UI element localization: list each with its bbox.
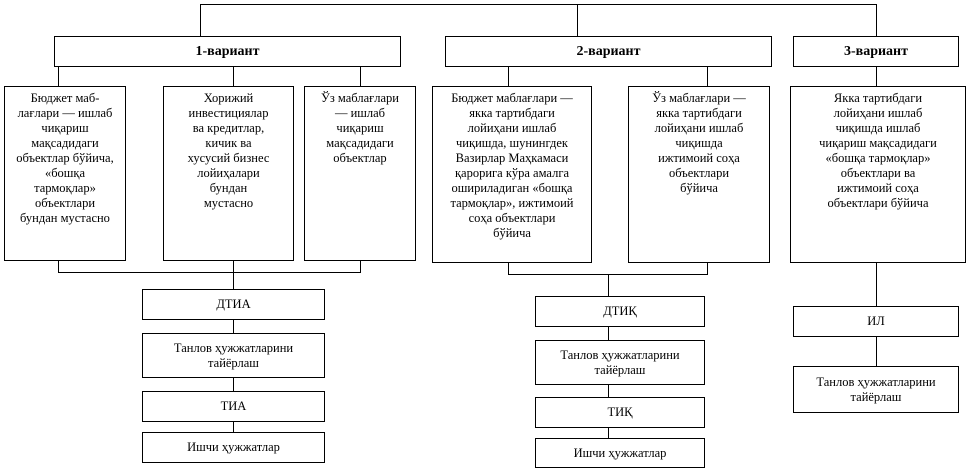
variant-1-description-budget: Бюджет маб- лағлари — ишлаб чиқариш мақс… (4, 86, 126, 261)
step-label: ИЛ (867, 314, 885, 328)
variant-2-step-tender-docs: Танлов ҳужжатларини тайёрлаш (535, 340, 705, 385)
step-label: Танлов ҳужжатларини тайёрлаш (816, 374, 936, 404)
variant-2-description-own-funds: Ўз маблағлари — якка тартибдаги лойиҳани… (628, 86, 770, 263)
step-label: Ишчи ҳужжатлар (573, 445, 667, 460)
variant-2-description-budget: Бюджет маблағлари — якка тартибдаги лойи… (432, 86, 592, 263)
step-label: Танлов ҳужжатларини тайёрлаш (173, 340, 294, 370)
variant-1-step-working-docs: Ишчи ҳужжатлар (142, 432, 325, 463)
description-text: Бюджет маб- лағлари — ишлаб чиқариш мақс… (16, 91, 114, 225)
step-label: ТИҚ (607, 405, 633, 419)
variant-1-description-foreign: Хорижий инвестициялар ва кредитлар, кичи… (163, 86, 294, 261)
variant-2-step-dtiq: ДТИҚ (535, 296, 705, 327)
step-label: ДТИҚ (603, 304, 637, 318)
variant-3-step-tender-docs: Танлов ҳужжатларини тайёрлаш (793, 366, 959, 413)
description-text: Ўз маблағлари — якка тартибдаги лойиҳани… (652, 91, 746, 195)
variant-3-title: 3-вариант (843, 43, 909, 59)
variant-1-step-tia: ТИА (142, 391, 325, 422)
variant-2-header: 2-вариант (445, 36, 772, 67)
variant-1-description-own-funds: Ўз маблағлари — ишлаб чиқариш мақсадидаг… (304, 86, 416, 261)
variant-1-header: 1-вариант (54, 36, 401, 67)
variant-1-step-tender-docs: Танлов ҳужжатларини тайёрлаш (142, 333, 325, 378)
step-label: ТИА (220, 399, 247, 413)
variant-3-header: 3-вариант (793, 36, 959, 67)
step-label: Ишчи ҳужжатлар (187, 440, 280, 454)
description-text: Ўз маблағлари — ишлаб чиқариш мақсадидаг… (321, 91, 399, 165)
step-label: ДТИА (216, 297, 251, 311)
variant-1-title: 1-вариант (195, 43, 260, 59)
variant-1-step-dtia: ДТИА (142, 289, 325, 320)
step-label: Танлов ҳужжатларини тайёрлаш (560, 347, 680, 377)
variant-3-description: Якка тартибдаги лойиҳани ишлаб чиқишда и… (790, 86, 966, 263)
variant-3-step-il: ИЛ (793, 306, 959, 337)
description-text: Бюджет маблағлари — якка тартибдаги лойи… (450, 91, 574, 240)
description-text: Якка тартибдаги лойиҳани ишлаб чиқишда и… (819, 91, 937, 210)
variant-2-step-working-docs: Ишчи ҳужжатлар (535, 438, 705, 468)
variant-2-step-tiq: ТИҚ (535, 397, 705, 428)
description-text: Хорижий инвестициялар ва кредитлар, кичи… (187, 91, 270, 210)
variant-2-title: 2-вариант (576, 43, 641, 59)
